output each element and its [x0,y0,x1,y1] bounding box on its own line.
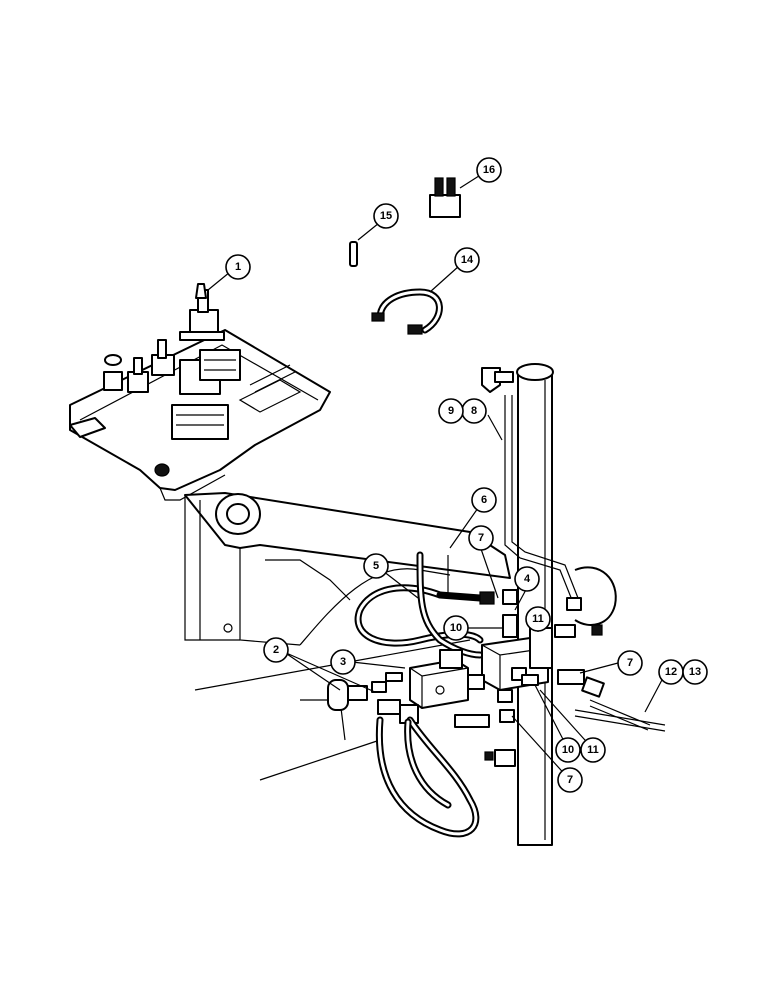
callout-label: 3 [340,656,346,668]
callout-label: 1 [235,261,241,273]
callout-label: 11 [532,613,544,625]
pin-15 [349,241,358,267]
control-panel [69,283,331,501]
switch-16 [429,177,461,218]
callout-label: 14 [461,254,474,266]
callout-label: 4 [524,573,531,585]
callout-4: 4 [514,566,540,592]
callout-14: 14 [454,247,480,273]
callout-3: 3 [330,649,356,675]
callout-label: 7 [627,657,633,669]
callout-7: 7 [468,525,494,551]
callout-10: 10 [555,737,581,763]
callout-12: 12 [658,659,684,685]
callout-16: 16 [476,157,502,183]
callout-15: 15 [373,203,399,229]
callout-label: 16 [483,164,495,176]
hose-loop [375,716,480,838]
callout-label: 9 [448,405,454,417]
callout-11: 11 [525,606,551,632]
leader-lines [207,173,664,780]
callout-label: 5 [373,560,379,572]
toggle-switch [103,339,175,393]
elbow-fitting [481,367,514,393]
hose-14 [371,288,443,335]
callout-5: 5 [363,553,389,579]
callout-9: 9 [438,398,464,424]
callout-label: 6 [481,494,487,506]
callout-13: 13 [682,659,708,685]
callout-7: 7 [557,767,583,793]
callout-label: 7 [478,532,484,544]
callout-11: 11 [580,737,606,763]
switch-block [171,349,241,440]
callout-10: 10 [443,615,469,641]
callout-label: 13 [689,666,701,678]
callout-label: 10 [450,622,462,634]
callout-label: 10 [562,744,574,756]
callout-label: 11 [587,744,599,756]
callout-label: 12 [665,666,677,678]
callout-label: 15 [380,210,392,222]
callout-label: 8 [471,405,477,417]
callout-label: 2 [273,644,279,656]
callout-7: 7 [617,650,643,676]
callout-1: 1 [225,254,251,280]
callout-label: 7 [567,774,573,786]
callout-6: 6 [471,487,497,513]
fittings [327,589,603,767]
toggle-switch [179,283,225,341]
callout-8: 8 [461,398,487,424]
callout-2: 2 [263,637,289,663]
